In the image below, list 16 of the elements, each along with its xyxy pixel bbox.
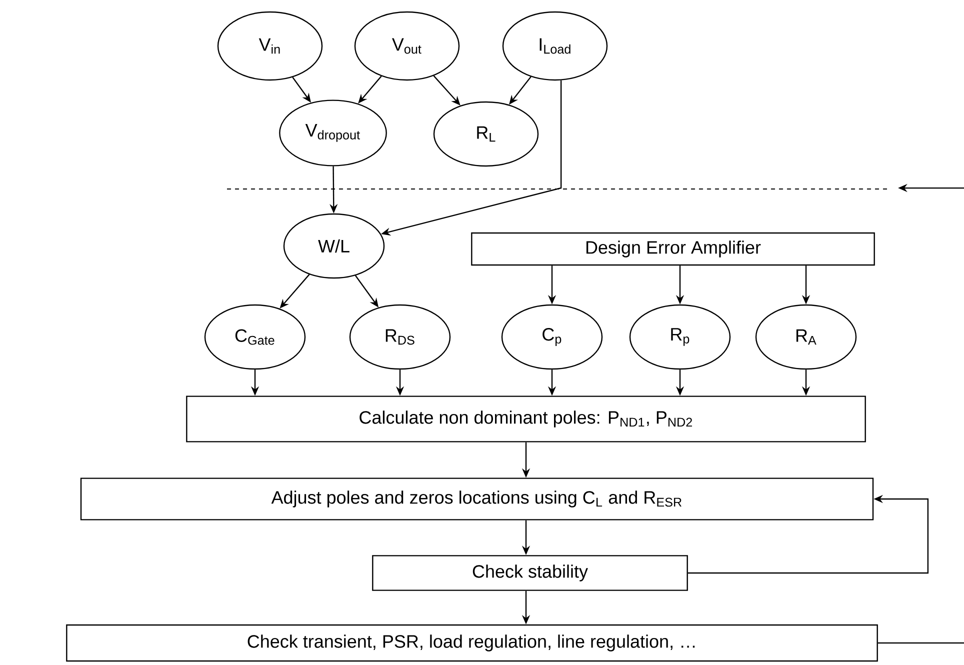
ellipse-node: V$_{in}$	[217, 11, 323, 81]
process-box: Calculate non dominant poles: P$_{ND1}$, P$_{ND2}$	[186, 396, 866, 442]
ellipse-node: R$_{A}$	[755, 304, 857, 370]
ellipse-node: V$_{dropout}$	[279, 100, 387, 166]
process-box: Adjust poles and zeros locations using C$_{L}$ and R$_{ESR}$	[80, 478, 874, 520]
process-box: Check stability	[372, 555, 688, 591]
ellipse-node: R$_{DS}$	[349, 304, 451, 370]
ellipse-node: W/L	[283, 213, 385, 279]
ellipse-node: R$_{p}$	[629, 304, 731, 370]
process-box: Design Error Amplifier	[471, 232, 875, 266]
ellipse-node: C$_{Gate}$	[204, 304, 306, 370]
ellipse-node: R$_{L}$	[433, 101, 539, 167]
process-box: Check transient, PSR, load regulation, line regulation, …	[66, 624, 878, 662]
ellipse-node: V$_{out}$	[354, 11, 460, 81]
ellipse-node: I$_{Load}$	[502, 11, 608, 81]
ellipse-node: C$_{p}$	[501, 304, 603, 370]
